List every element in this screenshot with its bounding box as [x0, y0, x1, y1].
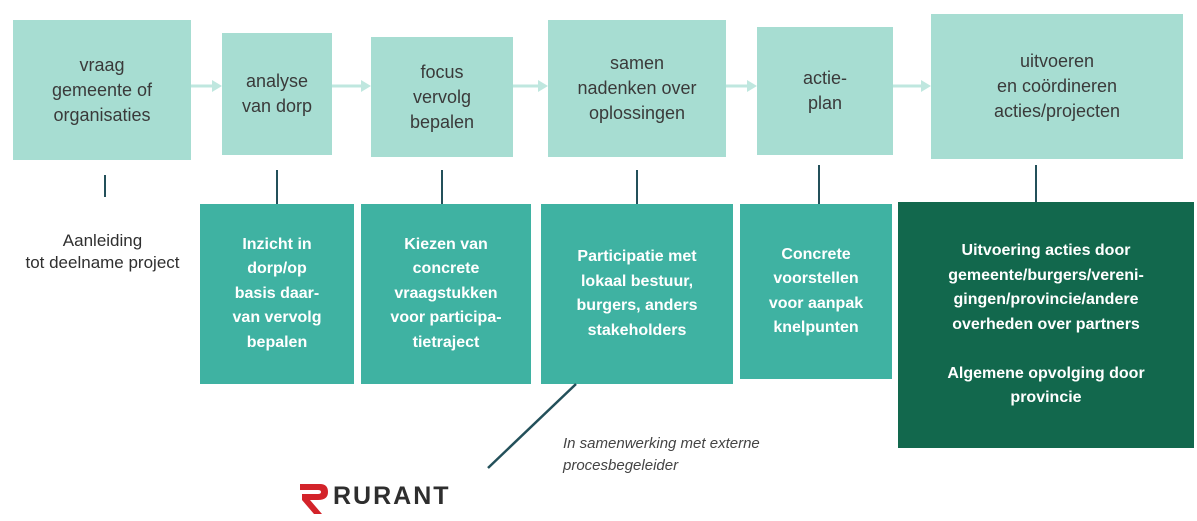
note-connector-line — [487, 383, 577, 469]
step-vraag: vraag gemeente of organisaties — [13, 20, 191, 160]
step-label: vraag gemeente of organisaties — [51, 54, 153, 125]
detail-label: Inzicht in dorp/op basis daar- van vervo… — [232, 235, 322, 351]
arrow-right-icon — [332, 80, 371, 92]
note-text: In samenwerking met externe procesbegele… — [563, 435, 760, 474]
detail-label: Kiezen van concrete vraagstukken voor pa… — [390, 235, 502, 351]
step-focus: focus vervolg bepalen — [371, 37, 513, 157]
arrow-right-icon — [726, 80, 757, 92]
rurant-logo: RURANT — [296, 478, 466, 520]
detail-kiezen: Kiezen van concrete vraagstukken voor pa… — [361, 204, 531, 384]
step-label: samen nadenken over oplossingen — [577, 53, 697, 123]
step-uitvoeren: uitvoeren en coördineren acties/projecte… — [931, 14, 1183, 159]
detail-concrete: Concrete voorstellen voor aanpak knelpun… — [740, 204, 892, 379]
step-actieplan: actie- plan — [757, 27, 893, 155]
logo-name: RURANT — [333, 482, 451, 510]
detail-uitvoering: Uitvoering acties door gemeente/burgers/… — [898, 202, 1194, 448]
arrow-right-icon — [893, 80, 931, 92]
connector-line — [636, 170, 638, 204]
connector-line — [104, 175, 106, 197]
detail-label: Uitvoering acties door gemeente/burgers/… — [947, 242, 1145, 407]
arrow-right-icon — [513, 80, 548, 92]
rurant-logo-icon — [300, 484, 328, 514]
detail-label: Concrete voorstellen voor aanpak knelpun… — [768, 245, 864, 337]
step-analyse: analyse van dorp — [222, 33, 332, 155]
step-label: focus vervolg bepalen — [409, 61, 475, 132]
step-label: uitvoeren en coördineren acties/projecte… — [993, 51, 1121, 121]
connector-line — [1035, 165, 1037, 202]
connector-line — [818, 165, 820, 204]
connector-line — [441, 170, 443, 204]
cause-text: Aanleiding tot deelname project — [25, 231, 180, 272]
connector-line — [276, 170, 278, 204]
arrow-right-icon — [191, 80, 222, 92]
detail-participatie: Participatie met lokaal bestuur, burgers… — [541, 204, 733, 384]
detail-inzicht: Inzicht in dorp/op basis daar- van vervo… — [200, 204, 354, 384]
detail-label: Participatie met lokaal bestuur, burgers… — [576, 248, 698, 339]
step-label: actie- plan — [802, 68, 847, 113]
step-samen: samen nadenken over oplossingen — [548, 20, 726, 157]
step-label: analyse van dorp — [241, 71, 313, 116]
